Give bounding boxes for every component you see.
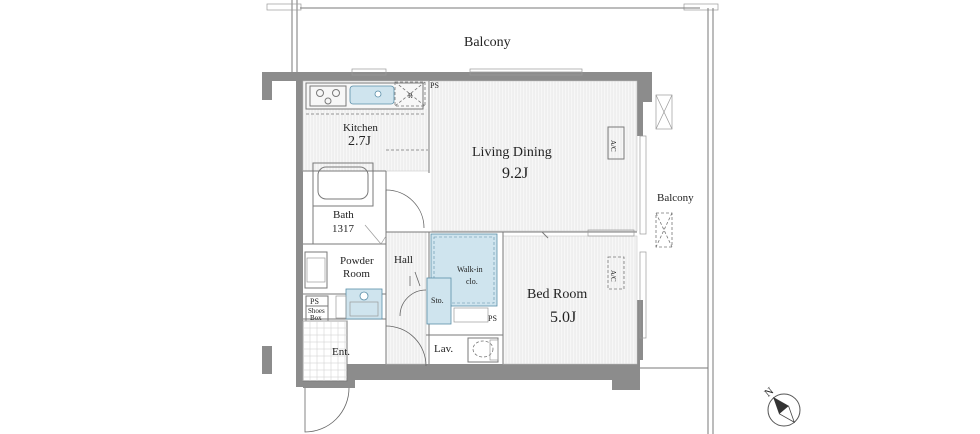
walk-in-label-1: Walk-in [457, 265, 483, 274]
ps-left-label: PS [310, 297, 319, 306]
bath-area [312, 162, 387, 245]
ac-living [607, 126, 625, 160]
kitchen-area [302, 80, 430, 172]
bath-size: 1317 [332, 223, 355, 235]
powder-room-area [304, 251, 383, 320]
bath-label: Bath [333, 209, 354, 221]
compass: N [762, 385, 801, 427]
ac-living-label: A/C [609, 140, 617, 152]
hall-area [385, 231, 427, 365]
outdoor-unit-bottom [655, 212, 673, 248]
balcony-right [640, 8, 714, 434]
powder-room-label-2: Room [343, 268, 370, 280]
storage-label: Sto. [431, 296, 444, 305]
ps-top-label: PS [430, 81, 439, 90]
shoes-box-label-2: Box [310, 314, 322, 322]
windows-top [351, 68, 583, 76]
room-labels: Balcony Balcony Living Dining 9.2J Kitch… [308, 35, 694, 358]
entrance-label: Ent. [332, 346, 350, 358]
ps-bed-label: PS [488, 314, 497, 323]
fridge-label: R [408, 92, 413, 100]
shoes-box-label-1: Shoes [308, 307, 325, 315]
kitchen-label: Kitchen [343, 122, 378, 134]
powder-room-label-1: Powder [340, 255, 374, 267]
living-dining-label: Living Dining [472, 145, 552, 160]
outdoor-unit-top [655, 94, 673, 130]
ac-bed [607, 256, 625, 290]
storage-area [426, 277, 452, 325]
living-dining-size: 9.2J [502, 165, 528, 182]
bed-room-label: Bed Room [527, 287, 587, 302]
doors [385, 189, 427, 367]
balcony-top [266, 0, 719, 72]
bed-room-size: 5.0J [550, 309, 576, 326]
hall-label: Hall [394, 254, 413, 266]
lavatory-area [467, 337, 499, 363]
walk-in-label-2: clo. [466, 277, 478, 286]
kitchen-size: 2.7J [348, 134, 372, 149]
lavatory-label: Lav. [434, 343, 453, 355]
balcony-right-label: Balcony [657, 192, 694, 204]
entrance-area [302, 320, 350, 433]
windows-right [639, 135, 647, 339]
bed-room-area [502, 235, 638, 365]
ac-bed-label: A/C [609, 270, 617, 282]
living-dining-area [431, 80, 638, 232]
balcony-top-label: Balcony [464, 35, 511, 50]
